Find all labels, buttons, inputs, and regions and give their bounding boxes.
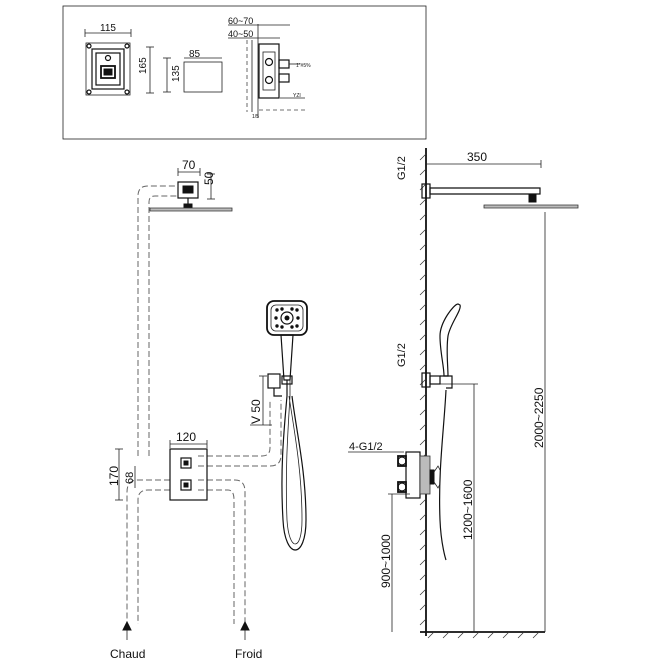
hand-shower-front xyxy=(266,300,308,551)
inset-note-1: 1"#5% xyxy=(296,63,311,69)
shower-hose xyxy=(281,380,307,551)
inset-frame xyxy=(62,5,427,140)
dim-height-900-1000: 900~1000 xyxy=(379,534,393,588)
side-height-dims: 2000~2250 1200~1600 900~1000 xyxy=(379,212,546,632)
dim-120: 120 xyxy=(176,430,196,444)
inset-panel: 115 165 135 85 xyxy=(62,5,427,140)
inset-box-front-view: 115 165 xyxy=(84,23,154,96)
mixing-valve-front: 120 170 68 xyxy=(107,430,208,501)
dim-arm-350: 350 xyxy=(467,150,487,164)
dim-width-85: 85 xyxy=(189,49,201,60)
dim-height-165: 165 xyxy=(138,57,149,74)
hand-shower-handle xyxy=(280,334,294,381)
dim-170: 170 xyxy=(107,466,121,486)
side-hose xyxy=(439,389,447,561)
label-cold-froid: Froid xyxy=(235,647,262,661)
side-hand-shower xyxy=(439,303,461,561)
side-view: 350 G1/2 2000~2250 1200~1600 900~1000 G1… xyxy=(348,148,579,639)
dim-height-135: 135 xyxy=(171,65,182,82)
inset-cover-plate: 135 85 xyxy=(163,49,223,93)
label-4-g-half: 4-G1/2 xyxy=(349,441,383,453)
rain-shower-head xyxy=(149,207,233,212)
dim-range-60-70: 60~70 xyxy=(228,16,253,26)
dim-68: 68 xyxy=(124,472,136,484)
dim-70: 70 xyxy=(182,158,196,172)
side-valve: 4-G1/2 xyxy=(348,441,441,499)
label-g-half-mid: G1/2 xyxy=(396,343,408,367)
side-rain-head xyxy=(483,204,579,209)
inset-note-3: 1/5 xyxy=(252,114,259,120)
label-g-half-top: G1/2 xyxy=(396,156,408,180)
label-hot-chaud: Chaud xyxy=(110,647,145,661)
dim-50: 50 xyxy=(202,171,216,185)
inset-note-2: YZI xyxy=(293,93,301,99)
side-shower-arm: 350 G1/2 xyxy=(396,150,579,209)
dim-v50: V 50 xyxy=(249,399,263,424)
dim-range-40-50: 40~50 xyxy=(228,29,253,39)
dim-width-115: 115 xyxy=(100,23,116,34)
dim-height-2000-2250: 2000~2250 xyxy=(532,387,546,448)
inset-box-side-section: 60~70 40~50 1"#5% YZI 1/5 xyxy=(228,16,311,120)
inlet-labels: Chaud Froid xyxy=(110,620,262,661)
side-wall xyxy=(419,148,545,639)
dim-height-1200-1600: 1200~1600 xyxy=(461,479,475,540)
concealed-pipes xyxy=(126,185,282,624)
front-view: 70 50 xyxy=(107,158,308,661)
